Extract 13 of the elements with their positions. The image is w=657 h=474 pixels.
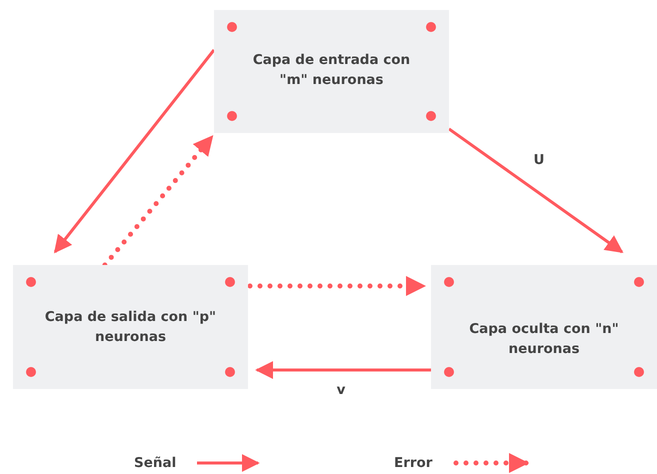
dotted-arrow: [248, 276, 426, 296]
layer-box: [13, 265, 248, 389]
layer-label: Capa oculta con "n" neuronas: [468, 320, 620, 359]
layer-box: [431, 265, 657, 389]
legend-label: Señal: [134, 455, 176, 471]
legend-label: Error: [394, 455, 432, 471]
layer-label: Capa de entrada con "m" neuronas: [252, 51, 412, 90]
dotted-arrow: [102, 134, 214, 268]
layer-box: [214, 10, 449, 133]
arrow: [54, 49, 216, 254]
layer-label: Capa de salida con "p" neuronas: [44, 308, 218, 347]
arrow: [255, 361, 431, 380]
arrow: [448, 128, 624, 254]
